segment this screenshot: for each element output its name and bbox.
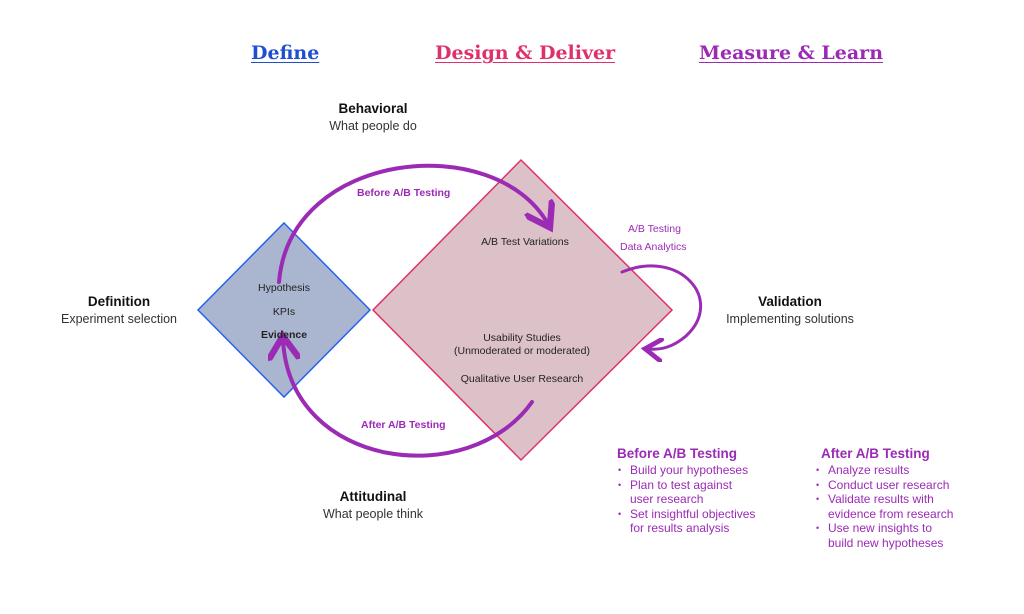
- behavioral-title: Behavioral: [338, 101, 408, 116]
- list-item: Conduct user research: [816, 478, 953, 493]
- loop-label-data-analytics: Data Analytics: [620, 241, 687, 253]
- header-measure-learn[interactable]: Measure & Learn: [699, 42, 884, 64]
- attitudinal-title: Attitudinal: [339, 489, 407, 504]
- after-list-title: After A/B Testing: [821, 446, 930, 461]
- before-list-title: Before A/B Testing: [617, 446, 738, 461]
- define-item-evidence: Evidence: [260, 329, 308, 341]
- validation-subtitle: Implementing solutions: [726, 312, 854, 326]
- define-item-hypothesis: Hypothesis: [258, 282, 310, 294]
- loop-label-ab-testing: A/B Testing: [628, 223, 681, 235]
- design-ab-test-variations: A/B Test Variations: [481, 236, 569, 248]
- define-diamond: [196, 221, 372, 399]
- validation-loop-arrow: [620, 264, 703, 349]
- after-testing-arrow: [283, 340, 534, 458]
- after-list: Analyze results Conduct user research Va…: [816, 463, 953, 550]
- design-deliver-diamond: [371, 158, 674, 462]
- behavioral-subtitle: What people do: [329, 119, 417, 133]
- definition-subtitle: Experiment selection: [60, 312, 178, 326]
- list-item: Analyze results: [816, 463, 953, 478]
- design-usability-studies: Usability Studies: [483, 332, 561, 344]
- before-testing-arrow-label: Before A/B Testing: [357, 187, 451, 199]
- before-list: Build your hypotheses Plan to test again…: [618, 463, 755, 536]
- definition-title: Definition: [87, 294, 151, 309]
- attitudinal-subtitle: What people think: [322, 507, 424, 521]
- before-testing-arrow: [277, 163, 548, 284]
- header-define[interactable]: Define: [251, 42, 320, 64]
- design-qualitative-research: Qualitative User Research: [460, 373, 584, 385]
- define-item-kpis: KPIs: [272, 306, 296, 318]
- header-design-deliver[interactable]: Design & Deliver: [435, 42, 616, 64]
- design-usability-moderation: (Unmoderated or moderated): [454, 345, 590, 357]
- after-testing-arrow-label: After A/B Testing: [361, 419, 446, 431]
- validation-title: Validation: [758, 294, 822, 309]
- list-item: Build your hypotheses: [618, 463, 755, 478]
